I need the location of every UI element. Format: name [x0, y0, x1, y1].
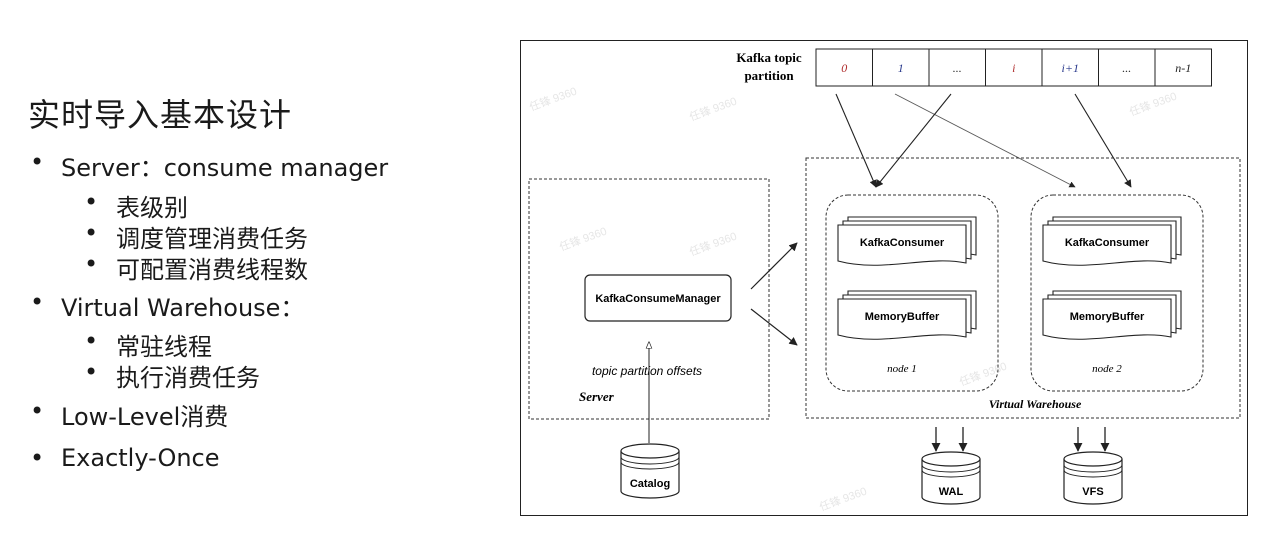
- partition-index: ...: [1122, 61, 1131, 75]
- partition-label: Kafka topic: [736, 50, 802, 65]
- sub-bullet-text: 常驻线程: [116, 333, 212, 361]
- bullet-text: Virtual Warehouse：: [61, 294, 305, 322]
- memory-buffer-stack: MemoryBuffer: [837, 290, 977, 340]
- kafka-consumer-stack: KafkaConsumer: [837, 216, 977, 266]
- node-label: node 2: [1092, 363, 1122, 375]
- partition-arrow: [894, 93, 1076, 188]
- watermark: 任锋 9360: [528, 85, 579, 114]
- dispatch-arrow: [750, 242, 798, 290]
- partition-cell: [928, 48, 986, 87]
- db-ring: [1063, 464, 1123, 473]
- consume-manager-box: [584, 274, 732, 322]
- sub-bullet-text: 执行消费任务: [116, 364, 260, 392]
- db-cylinder-top: [1063, 451, 1123, 467]
- watermark: 任锋 9360: [688, 230, 739, 259]
- watermark: 任锋 9360: [558, 225, 609, 254]
- bullet-dot: •: [30, 148, 45, 176]
- partition-index: 1: [898, 61, 904, 75]
- partition-label: partition: [744, 68, 794, 83]
- partition-cell: [985, 48, 1043, 87]
- sub-bullet-text: 可配置消费线程数: [116, 256, 308, 284]
- bullet-dot: •: [84, 327, 99, 355]
- storage-vfs: VFS: [1063, 427, 1123, 505]
- catalog-db: Catalog: [620, 443, 680, 499]
- watermark: 任锋 9360: [688, 95, 739, 124]
- storage-wal: WAL: [921, 427, 981, 505]
- partition-index: n-1: [1175, 61, 1191, 75]
- partition-arrow: [835, 93, 877, 188]
- bullet-text: Low-Level消费: [61, 403, 229, 431]
- bullet-text: Exactly-Once: [61, 444, 220, 472]
- db-ring: [921, 469, 981, 478]
- architecture-diagram: 任锋 9360 任锋 9360 任锋 9360 任锋 9360 任锋 9360 …: [520, 40, 1248, 516]
- partition-cell: [1154, 48, 1212, 87]
- partition-index: ...: [953, 61, 962, 75]
- sub-bullet-text: 调度管理消费任务: [116, 225, 308, 253]
- partition-index: i: [1012, 61, 1015, 75]
- db-cylinder: [1063, 459, 1123, 505]
- bullet-dot: •: [84, 250, 99, 278]
- node-box: [1030, 194, 1204, 392]
- partition-cell: [815, 48, 873, 87]
- server-label: Server: [579, 389, 615, 404]
- partition-arrow: [875, 93, 952, 188]
- partition-index: i+1: [1062, 61, 1079, 75]
- kafka-consumer-stack-label: KafkaConsumer: [860, 237, 945, 249]
- watermark: 任锋 9360: [958, 360, 1009, 389]
- consume-manager-label: KafkaConsumeManager: [595, 293, 721, 305]
- bullet-dot: •: [84, 188, 99, 216]
- dispatch-arrow: [750, 308, 798, 346]
- partition-row: 0 1... i i+1... n-1: [815, 48, 1212, 87]
- partition-index: 0: [841, 61, 847, 75]
- bullet-dot: •: [84, 219, 99, 247]
- virtual-warehouse-box: [805, 157, 1241, 419]
- slide-title: 实时导入基本设计: [28, 96, 293, 134]
- kafka-consumer-stack: KafkaConsumer: [1042, 216, 1182, 266]
- watermark: 任锋 9360: [818, 485, 869, 514]
- bullet-dot: •: [84, 358, 99, 386]
- memory-buffer-stack-label: MemoryBuffer: [865, 311, 940, 323]
- db-ring: [1063, 469, 1123, 478]
- partition-cell: [1041, 48, 1099, 87]
- storage-label: VFS: [1082, 486, 1103, 498]
- bullet-dot: •: [30, 288, 45, 316]
- partition-cell: [872, 48, 930, 87]
- db-cylinder-top: [921, 451, 981, 467]
- node-box: [825, 194, 999, 392]
- partition-arrow: [1074, 93, 1132, 188]
- watermark: 任锋 9360: [1128, 90, 1179, 119]
- sub-bullet-text: 表级别: [116, 194, 188, 222]
- node-label: node 1: [887, 363, 917, 375]
- bullet-text: Server：consume manager: [61, 154, 389, 182]
- memory-buffer-stack-label: MemoryBuffer: [1070, 311, 1145, 323]
- db-cylinder: [921, 459, 981, 505]
- offsets-label: topic partition offsets: [592, 364, 702, 378]
- virtual-warehouse-label: Virtual Warehouse: [989, 397, 1082, 411]
- kafka-consumer-stack-label: KafkaConsumer: [1065, 237, 1150, 249]
- db-ring: [921, 464, 981, 473]
- storage-group: WAL VFS: [921, 427, 1123, 505]
- bullet-dot: •: [30, 444, 45, 472]
- storage-label: WAL: [939, 486, 964, 498]
- bullet-dot: •: [30, 397, 45, 425]
- catalog-label: Catalog: [630, 478, 670, 490]
- partition-cell: [1098, 48, 1156, 87]
- memory-buffer-stack: MemoryBuffer: [1042, 290, 1182, 340]
